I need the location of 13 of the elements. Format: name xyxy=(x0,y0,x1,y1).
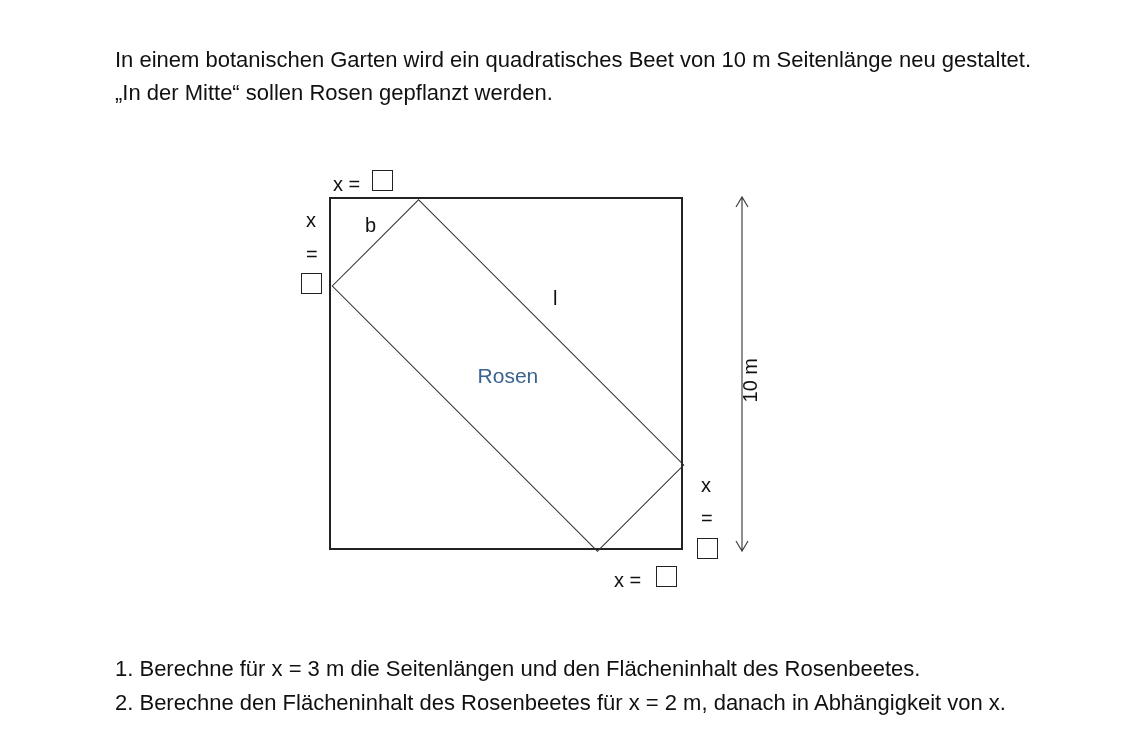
variable-label: x xyxy=(306,208,316,232)
dimension-label: 10 m xyxy=(738,358,762,403)
variable-label: x = xyxy=(333,172,361,196)
intro-text: In einem botanischen Garten wird ein quadratisches Beet von 10 m Seitenlänge neu gestaltet. „In der Mitte“ sollen Rosen gepflanzt werden. xyxy=(115,46,1033,107)
variable-label: = xyxy=(306,242,318,266)
task-text: 2. Berechne den Flächeninhalt des Rosenbeetes für x = 2 m, danach in Abhängigkeit von x. xyxy=(115,689,1007,717)
variable-label: = xyxy=(701,506,713,530)
side-label: l xyxy=(553,286,558,310)
bed-label: Rosen xyxy=(477,363,539,388)
variable-label: x xyxy=(701,473,711,497)
task-text: 1. Berechne für x = 3 m die Seitenlängen und den Flächeninhalt des Rosenbeetes. xyxy=(115,655,922,683)
side-label: b xyxy=(365,213,377,237)
variable-label: x = xyxy=(614,568,642,592)
